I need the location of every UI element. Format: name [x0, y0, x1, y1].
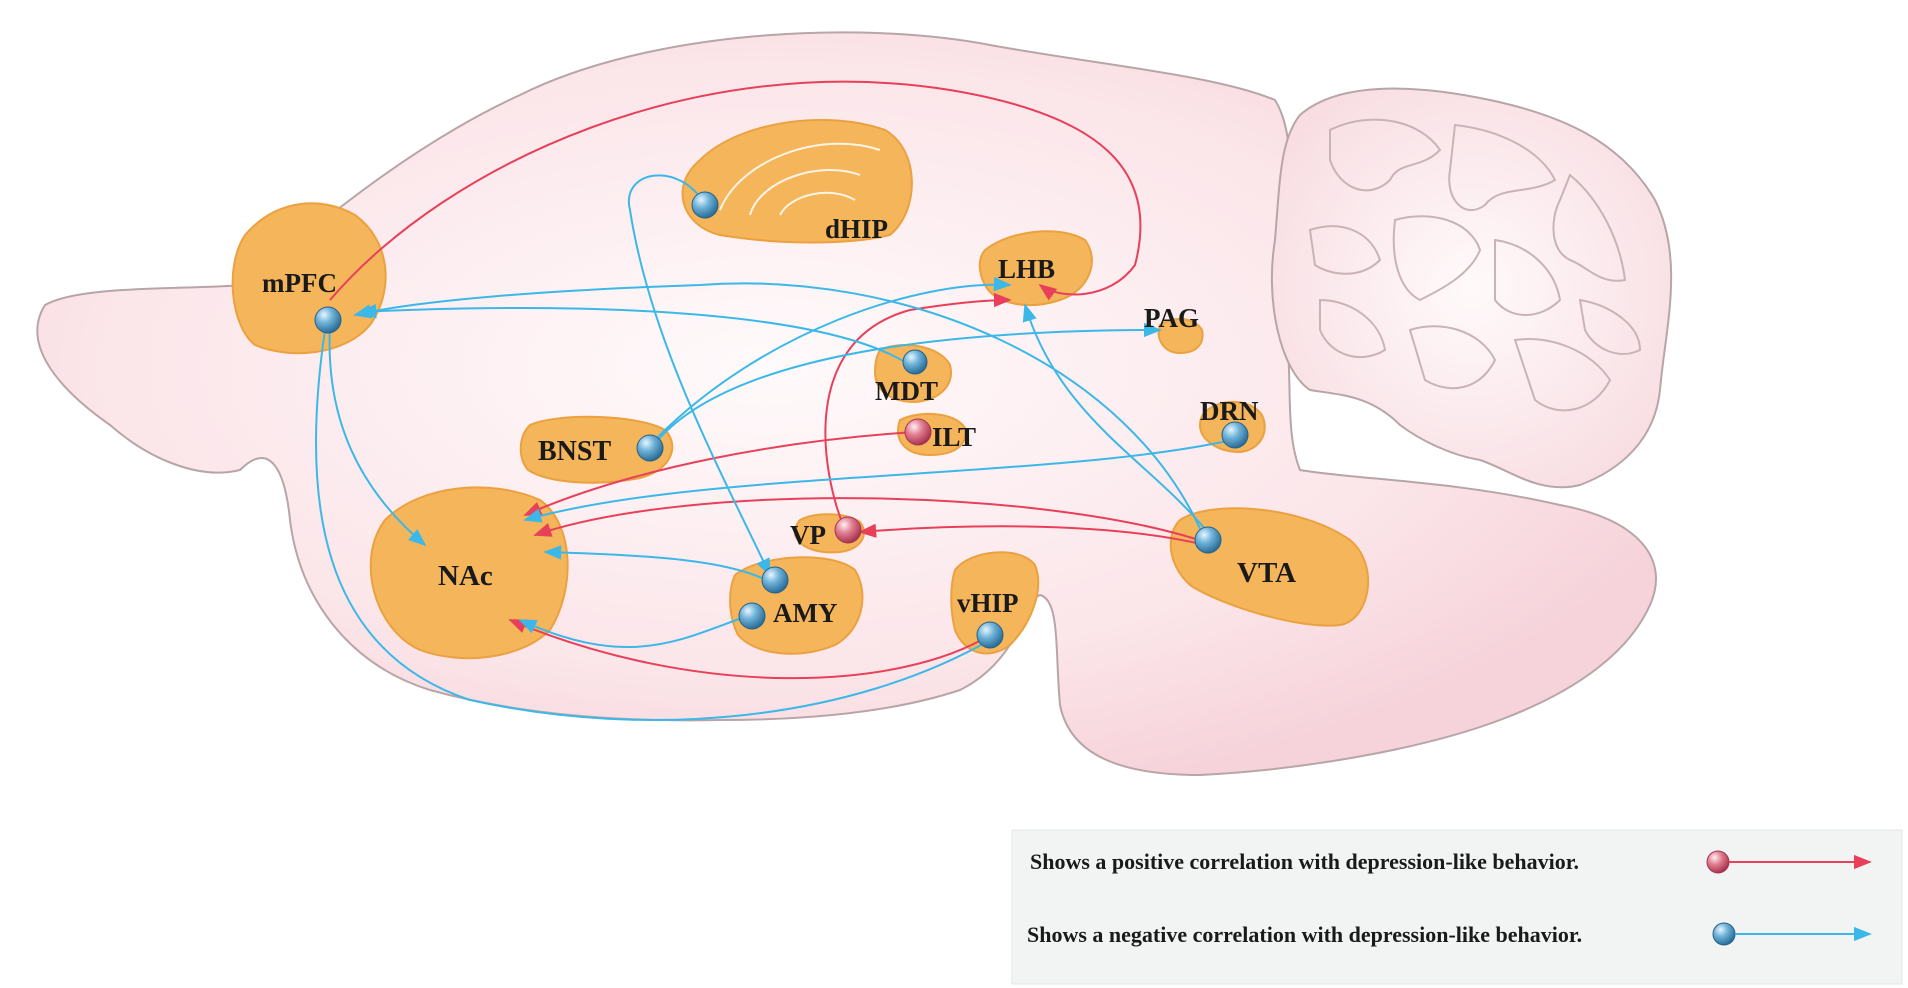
connection-vta-vp — [858, 523, 1206, 546]
neuron-mdt — [902, 349, 928, 375]
neuron-vp — [834, 516, 862, 544]
label-pag: PAG — [1144, 303, 1199, 333]
region-pag — [1157, 318, 1204, 355]
label-drn: DRN — [1200, 396, 1259, 426]
connection-ilt-nac — [523, 431, 916, 516]
connection-bnst-lhb — [649, 276, 1012, 446]
neuron-vhip — [976, 621, 1004, 649]
connection-vta-lhb — [1022, 303, 1211, 536]
legend-negative-ball — [1712, 922, 1736, 946]
region-bnst — [519, 415, 674, 484]
label-dhip: dHIP — [825, 214, 888, 244]
connection-mdt-mpfc — [358, 304, 906, 363]
dhip-swirl — [719, 142, 881, 216]
label-bnst: BNST — [538, 436, 611, 467]
connection-vta-mpfc — [353, 282, 1206, 541]
connection-vhip-nac — [508, 619, 991, 680]
cerebellum — [1270, 87, 1673, 489]
connection-vp-lhb — [824, 292, 1012, 531]
neuron-drn — [1221, 421, 1249, 449]
neuron-dhip — [691, 191, 719, 219]
label-mdt: MDT — [875, 376, 938, 406]
label-lhb: LHB — [998, 254, 1055, 284]
label-vhip: vHIP — [957, 588, 1019, 618]
connection-dhip-amy — [627, 174, 771, 577]
legend-box — [1011, 829, 1903, 985]
label-mpfc: mPFC — [262, 268, 337, 298]
region-dhip — [681, 119, 913, 244]
connection-vta-nac — [533, 497, 1206, 543]
connection-bnst-pag — [649, 322, 1162, 451]
neuron-ilt — [904, 418, 932, 446]
label-vta: VTA — [1237, 557, 1296, 589]
connection-mpfc-vhip — [314, 329, 991, 721]
legend-negative-text: Shows a negative correlation with depres… — [1027, 922, 1582, 947]
region-vhip — [950, 551, 1040, 655]
label-nac: NAc — [438, 560, 493, 592]
neuron-amy-upper — [761, 566, 789, 594]
neuron-bnst — [636, 434, 664, 462]
label-amy: AMY — [773, 598, 837, 628]
neuron-mpfc — [314, 306, 342, 334]
legend-positive-ball — [1706, 850, 1730, 874]
label-ilt: ILT — [932, 422, 976, 452]
connection-amy-nac-upper — [543, 545, 771, 583]
connection-mpfc-lhb — [329, 80, 1142, 301]
legend-positive-text: Shows a positive correlation with depres… — [1030, 849, 1579, 874]
connection-amy-nac-lower — [518, 614, 751, 648]
connection-drn-nac — [523, 439, 1233, 523]
region-mpfc — [231, 202, 387, 355]
neuron-amy-lower — [738, 602, 766, 630]
neuron-vta — [1194, 526, 1222, 554]
legend: Shows a positive correlation with depres… — [1011, 829, 1903, 985]
connection-mpfc-nac — [328, 324, 427, 547]
label-vp: VP — [790, 520, 826, 550]
